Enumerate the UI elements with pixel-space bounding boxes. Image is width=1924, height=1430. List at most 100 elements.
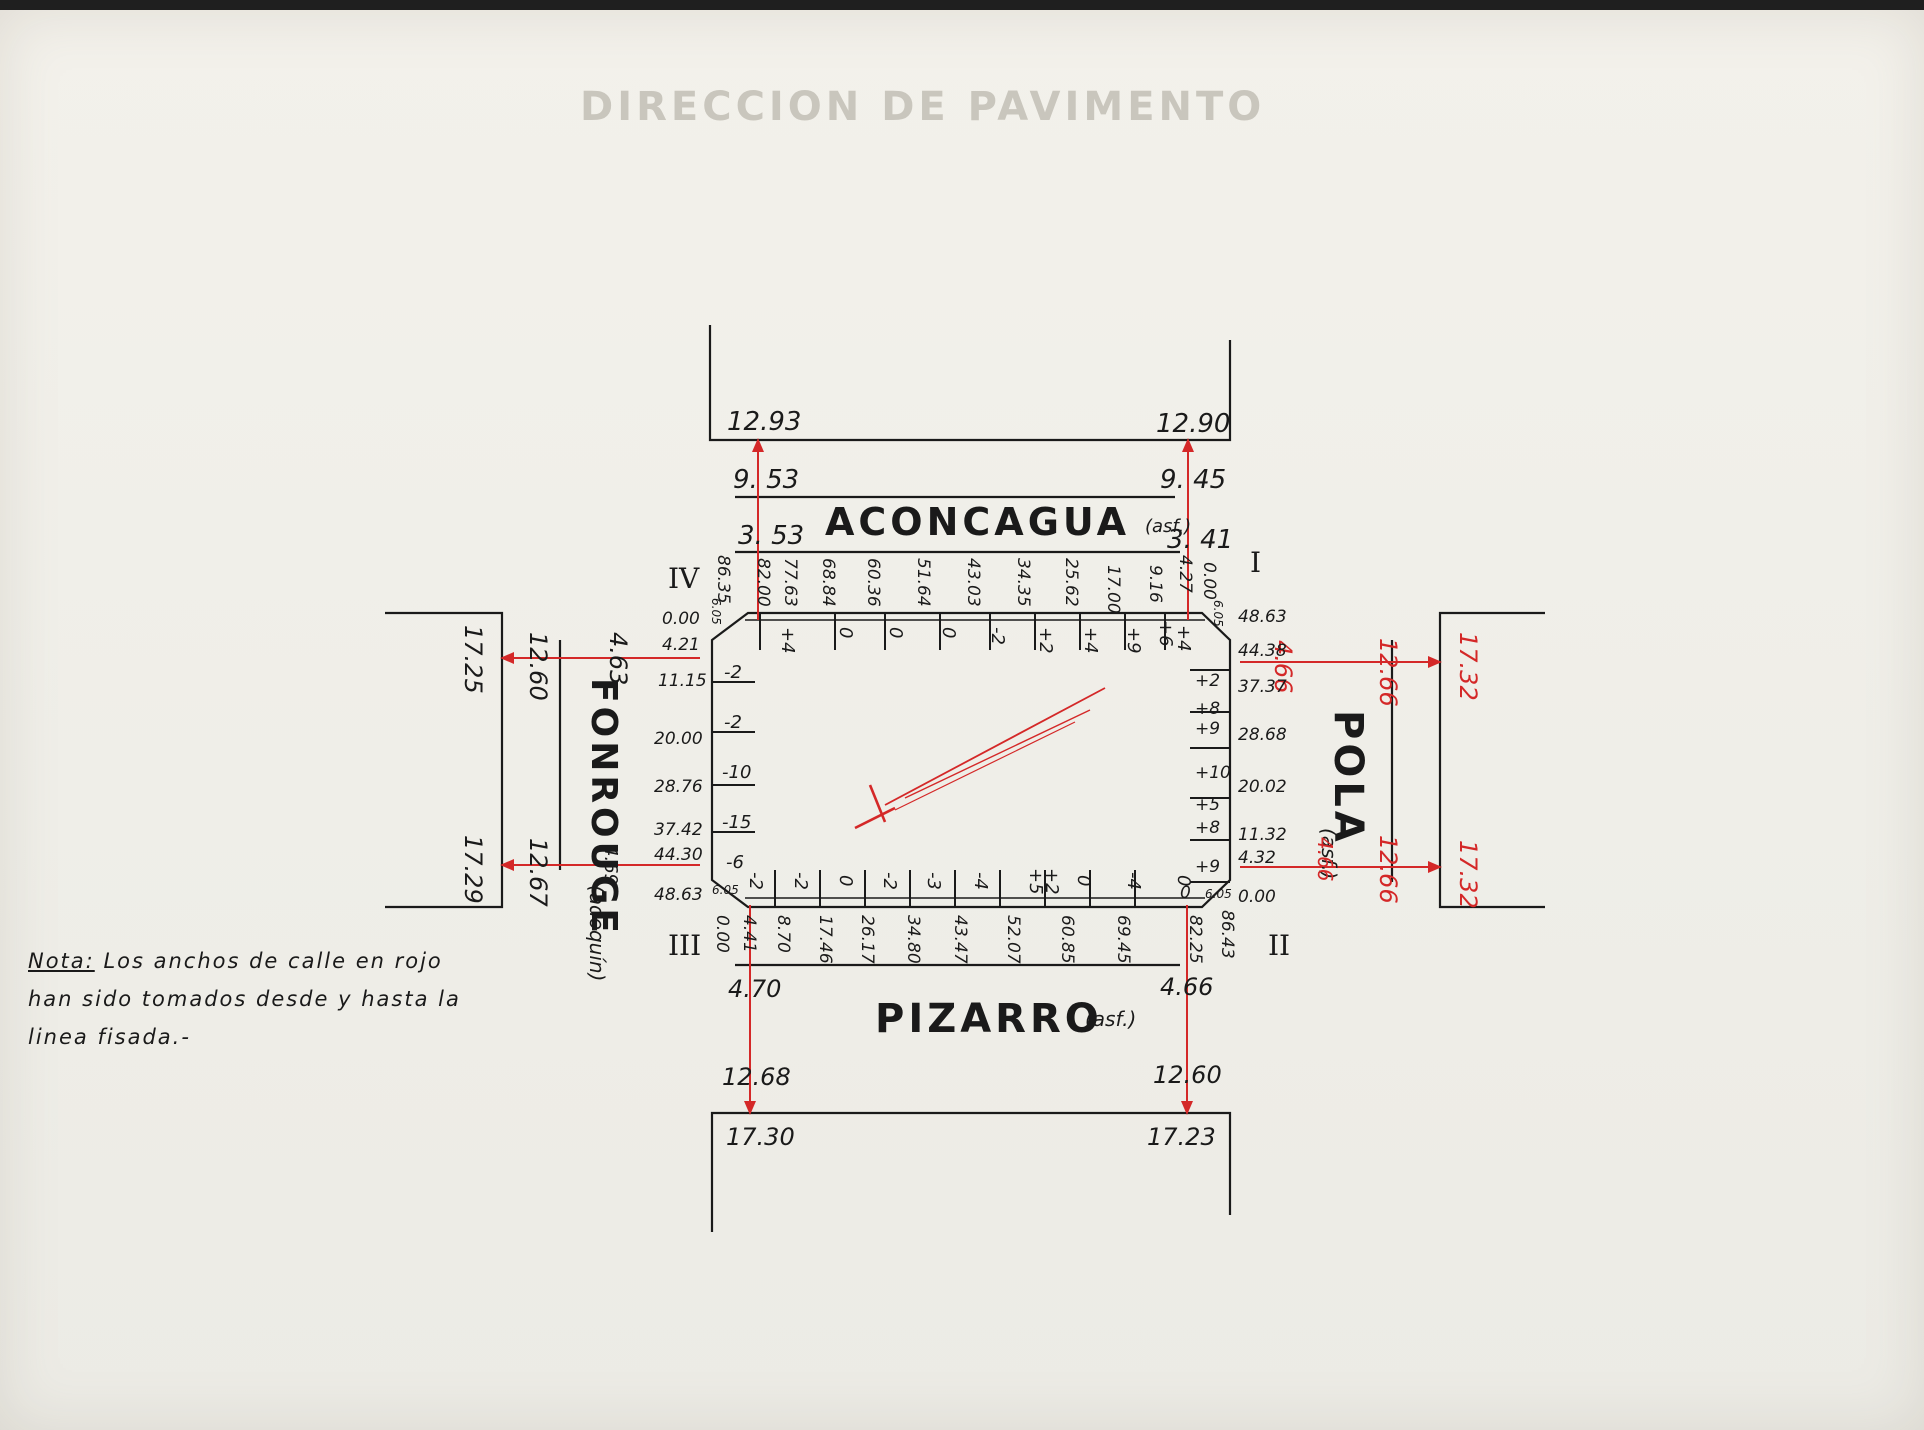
width-left-top-mid: 12.60 [524,632,552,701]
left-offset: -15 [722,812,751,833]
bottom-station: 34.80 [903,915,923,964]
top-station: 86.35 [713,555,733,604]
width-top-right-outer: 12.90 [1156,409,1230,439]
top-station: 17.00 [1103,565,1123,614]
width-right-top-mid: 12.66 [1374,638,1402,707]
top-offset: 0 [835,627,856,638]
right-offsets: +2 +8 +9 +10 +5 +8 +9 0 [1180,671,1231,903]
width-left-top-inner: 4.63 [604,632,632,685]
bottom-offset: +5 [1025,868,1046,895]
street-suffix-top: (asf.) [1145,516,1191,537]
width-top-left-mid: 9. 53 [733,465,799,495]
width-top-left-outer: 12.93 [727,407,801,437]
left-offset: -10 [722,762,751,783]
width-top-left-inner: 3. 53 [738,521,804,551]
bottom-station: 43.47 [950,915,970,964]
top-station: 9.16 [1145,565,1165,603]
footnote-line-2: han sido tomados desde y hasta la [28,987,461,1011]
bottom-station: 0.00 [712,915,732,953]
right-station: 37.37 [1238,677,1287,697]
bottom-offset: -2 [879,872,900,890]
diagonal-arrow-line [884,687,1106,806]
bottom-stations: 0.00 4.41 8.70 17.46 26.17 34.80 43.47 5… [712,910,1237,964]
width-bottom-right-mid: 12.60 [1153,1061,1222,1089]
faint-header: DIRECCION DE PAVIMENTO [580,84,1265,130]
bottom-offset: 0 [835,875,856,886]
right-station: 20.02 [1238,777,1287,797]
top-offset: +9 [1123,627,1144,654]
left-station: 11.15 [658,671,707,691]
right-offset: +10 [1195,763,1231,783]
width-right-bottom-outer: 17.32 [1454,840,1482,909]
width-left-bottom-inner: 4.69 [600,845,621,885]
top-stations: 86.35 82.00 77.63 68.84 60.36 51.64 43.0… [713,555,1219,614]
top-offset: -2 [987,627,1008,645]
bottom-offset: -2 [745,872,766,890]
footnote-label: Nota: [28,949,95,973]
top-station: 43.03 [963,558,983,607]
left-stations: 0.00 4.21 11.15 20.00 28.76 37.42 44.30 … [654,609,707,905]
top-station: 25.62 [1061,558,1081,607]
width-bottom-left-mid: 12.68 [722,1063,791,1091]
drawing-sheet: DIRECCION DE PAVIMENTO [0,10,1924,1430]
left-station: 4.21 [662,635,700,655]
right-station: 4.32 [1238,848,1276,868]
right-offset: +8 [1195,818,1220,838]
right-offset: +9 [1195,719,1220,739]
corner-label-4: IV [668,562,700,595]
bottom-station: 69.45 [1113,915,1133,964]
top-station: 51.64 [913,558,933,607]
bottom-station: 17.46 [815,915,835,964]
bottom-street-outer-line [710,1111,1232,1232]
top-station: 0.00 [1199,562,1219,600]
bottom-offset: -3 [923,872,944,890]
left-station: 28.76 [654,777,703,797]
corner-chamfer: 6.05 [1205,887,1232,901]
top-station: 60.36 [863,558,883,607]
corner-label-3: III [668,929,701,962]
block-curb-outline [710,611,1232,909]
top-offset: +4 [777,627,798,654]
right-station: 48.63 [1238,607,1287,627]
top-offset: +6 [1155,620,1176,647]
bottom-station: 52.07 [1003,915,1023,964]
width-left-top-outer: 17.25 [459,625,487,694]
bottom-offset: 0 [1073,875,1094,886]
right-stations: 48.63 44.38 37.37 28.68 20.02 11.32 4.32… [1238,607,1287,907]
left-station: 20.00 [654,729,703,749]
footnote: Nota: Los anchos de calle en rojo han si… [28,942,568,1056]
left-ticks [712,681,755,833]
width-bottom-right-outer: 17.23 [1147,1123,1216,1151]
left-offset: -2 [724,712,742,733]
top-offset: +4 [1080,627,1101,654]
right-ticks [1190,669,1230,883]
width-bottom-right-inner: 4.66 [1160,973,1213,1001]
width-right-bottom-mid: 12.66 [1374,835,1402,904]
left-station: 44.30 [654,845,703,865]
right-street-outer-line [1438,611,1545,909]
bottom-ticks [774,870,1136,907]
bottom-station: 8.70 [773,915,793,953]
bottom-station: 86.43 [1217,910,1237,959]
corner-chamfer: 6.05 [709,598,723,625]
width-left-bottom-outer: 17.29 [459,835,487,904]
left-station: 48.63 [654,885,703,905]
left-offsets: -2 -2 -10 -15 -6 [722,662,751,873]
corner-chamfer: 6.05 [1211,600,1225,627]
right-offset: +9 [1195,857,1220,877]
top-station: 82.00 [753,558,773,607]
width-top-right-mid: 9. 45 [1160,465,1226,495]
right-station: 0.00 [1238,887,1276,907]
red-measure-lines [502,440,1440,1113]
top-ticks [759,613,1166,650]
street-suffix-left: (adoquín) [585,885,609,981]
right-offset: 0 [1180,883,1191,903]
corner-chamfer: 6.05 [712,883,739,897]
corner-chamfers: 6.05 6.05 6.05 6.05 [709,598,1232,901]
left-offset: -2 [724,662,742,683]
street-boundaries [385,325,1545,1232]
bottom-station: 4.41 [739,915,759,953]
top-offset: +4 [1173,625,1194,652]
width-bottom-left-inner: 4.70 [728,975,781,1003]
right-station: 44.38 [1238,641,1287,661]
